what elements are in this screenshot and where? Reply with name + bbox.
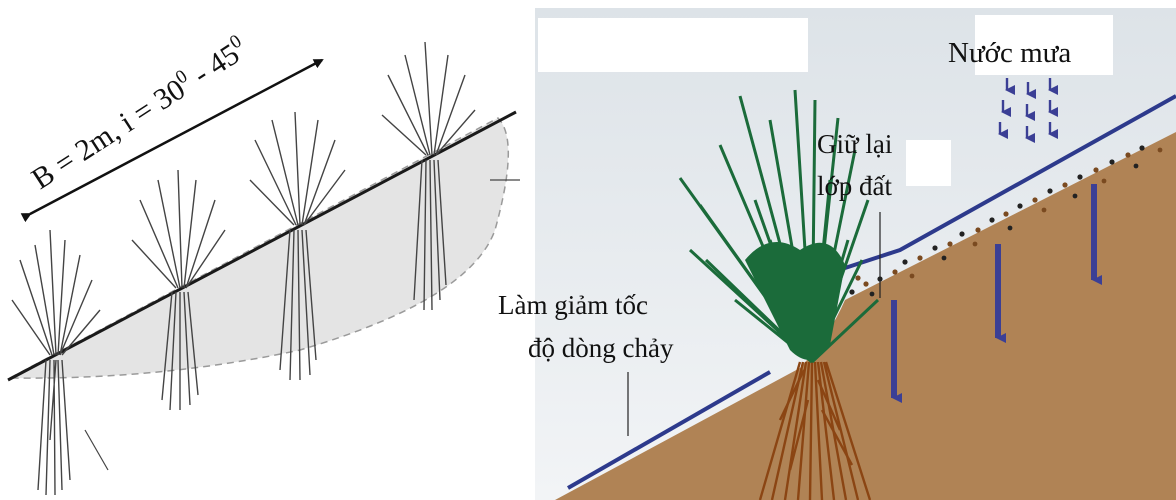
rain-label: Nước mưa — [948, 37, 1071, 69]
blank-label-box-1 — [538, 18, 808, 72]
retain-label-line2: lớp đất — [817, 171, 893, 201]
slow-label-line1: Làm giảm tốc — [498, 290, 648, 320]
left-panel: B = 2m, i = 300 - 450 — [0, 0, 535, 500]
blank-label-box-3 — [906, 140, 951, 186]
right-panel: Nước mưa Giữ lại lớp đất Làm giảm tốc độ… — [498, 8, 1176, 500]
retain-label-line1: Giữ lại — [817, 129, 892, 159]
slow-label-line2: độ dòng chảy — [528, 333, 674, 363]
